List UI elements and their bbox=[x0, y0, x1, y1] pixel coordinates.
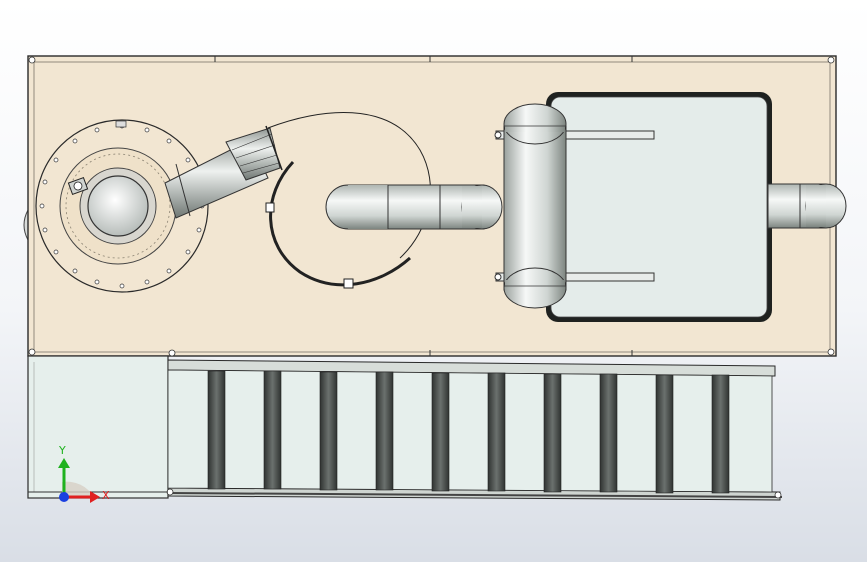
motor-mount-icon bbox=[67, 176, 89, 196]
y-axis-label: Y bbox=[58, 444, 66, 457]
deck-bolts bbox=[28, 56, 835, 357]
fan-housing bbox=[35, 119, 209, 293]
z-axis-dot bbox=[59, 492, 69, 502]
lower-side-panel bbox=[27, 355, 169, 499]
diffuser-cone bbox=[225, 127, 281, 181]
grating-top-rail bbox=[167, 359, 776, 377]
right-outlet-pipe bbox=[767, 183, 847, 229]
x-axis-label: X bbox=[102, 489, 110, 502]
grating-slats bbox=[207, 370, 730, 494]
grating-deck bbox=[167, 369, 773, 493]
triad-origin-glow bbox=[62, 481, 94, 497]
horizontal-pipe bbox=[325, 184, 503, 230]
deck-top-ticks bbox=[214, 56, 633, 356]
fan-intake bbox=[87, 175, 149, 237]
coordinate-triad: Y X bbox=[58, 444, 110, 503]
fan-outlet-duct bbox=[164, 125, 283, 219]
tank-top-panel bbox=[550, 96, 768, 318]
support-brackets bbox=[494, 130, 655, 282]
tank-enclosure bbox=[546, 92, 772, 322]
grating-assembly bbox=[28, 359, 783, 501]
vertical-cylinder bbox=[503, 103, 567, 309]
